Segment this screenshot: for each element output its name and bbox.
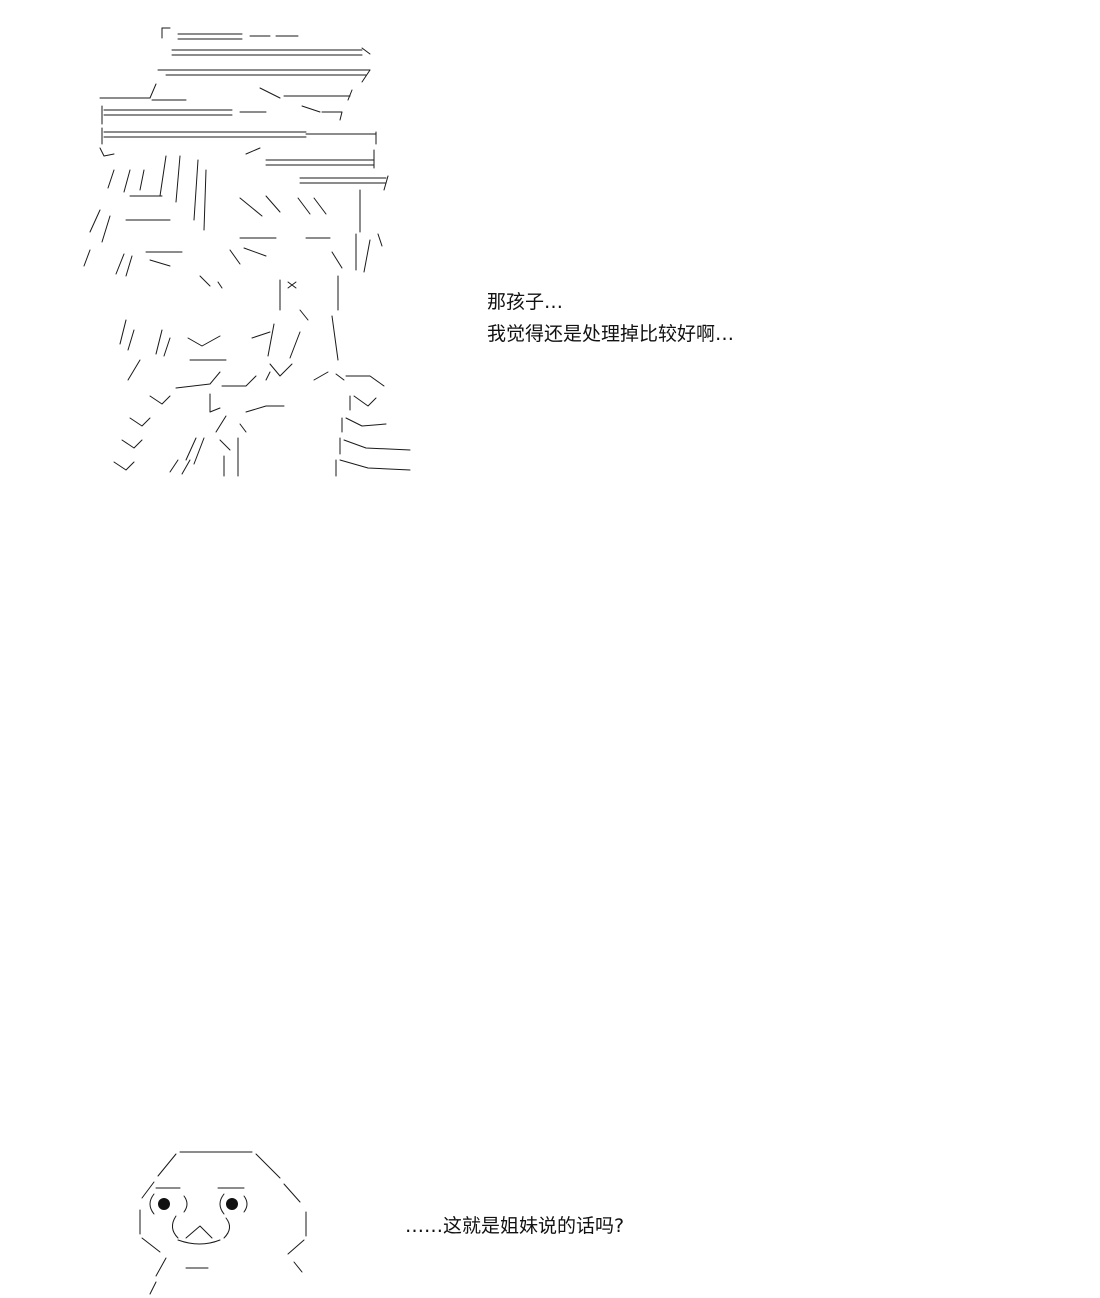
dialogue-line: ……这就是姐妹说的话吗? <box>405 1215 625 1237</box>
ascii-art-girl-with-hat-icon <box>83 27 411 477</box>
mouth <box>172 1215 230 1269</box>
dialogue-text-1: 那孩子… 我觉得还是处理掉比较好啊… <box>487 286 734 350</box>
dialogue-line: 我觉得还是处理掉比较好啊… <box>487 323 735 345</box>
body-shape <box>113 315 411 477</box>
eyes <box>149 1193 248 1215</box>
scene-panel-2: ……这就是姐妹说的话吗? <box>0 560 1100 1295</box>
ascii-art-yaruo-face-icon <box>139 1151 307 1295</box>
hair-strands <box>83 155 383 311</box>
hat-shape <box>99 27 389 191</box>
dialogue-text-2: ……这就是姐妹说的话吗? <box>405 1210 624 1242</box>
head-outline <box>139 1151 307 1295</box>
scene-panel-1: 那孩子… 我觉得还是处理掉比较好啊… <box>0 0 1100 520</box>
face-details <box>187 275 309 347</box>
dialogue-line: 那孩子… <box>487 291 564 313</box>
eyes <box>145 237 331 267</box>
